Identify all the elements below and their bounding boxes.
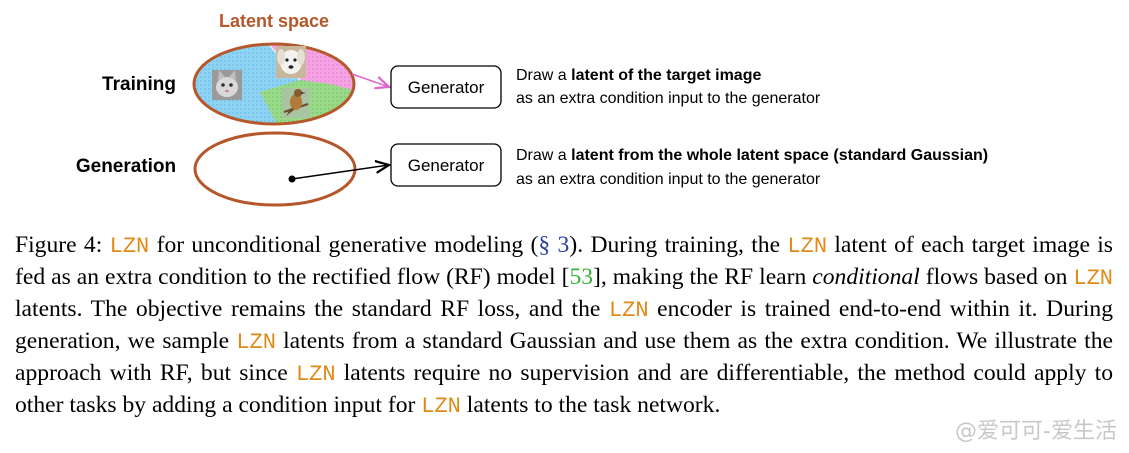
caption-lzn: LZN bbox=[236, 330, 276, 355]
bird-image-icon bbox=[282, 88, 310, 118]
generation-row-label: Generation bbox=[76, 156, 176, 177]
caption-lzn: LZN bbox=[421, 394, 461, 419]
latent-space-title: Latent space bbox=[219, 11, 329, 31]
training-latent-ellipse bbox=[192, 42, 356, 126]
caption-text: latents require no supervision and are d… bbox=[15, 360, 1113, 418]
caption-lzn: LZN bbox=[1073, 266, 1114, 291]
caption-lzn: LZN bbox=[787, 234, 828, 259]
caption-text: flows based on bbox=[919, 264, 1074, 290]
training-desc-bold: latent of the target image bbox=[571, 67, 761, 84]
caption-citation-link[interactable]: 53 bbox=[569, 264, 594, 290]
generator-label-training: Generator bbox=[408, 78, 485, 97]
diagram-svg: Latent space Training Generation bbox=[76, 11, 988, 207]
caption-lzn: LZN bbox=[608, 298, 649, 323]
caption-lzn: LZN bbox=[109, 234, 150, 259]
caption-text: latent of each target image is fed as an… bbox=[15, 232, 1113, 290]
dog-image-icon bbox=[276, 46, 306, 78]
training-arrow bbox=[351, 73, 389, 87]
training-desc-line1: Draw a latent of the target image bbox=[516, 67, 761, 84]
caption-emphasis: conditional bbox=[812, 264, 920, 290]
caption-figure-label: Figure 4: bbox=[15, 232, 110, 258]
caption-text: latents from a standard Gaussian and use… bbox=[15, 328, 1113, 386]
generator-label-generation: Generator bbox=[408, 156, 485, 175]
generation-desc-bold: latent from the whole latent space (stan… bbox=[571, 147, 988, 164]
caption-text: ], making the RF learn bbox=[593, 264, 813, 290]
generation-desc-line1: Draw a latent from the whole latent spac… bbox=[516, 147, 988, 164]
generation-latent-ellipse bbox=[193, 131, 357, 207]
training-row-label: Training bbox=[102, 74, 176, 95]
generator-box-training: Generator bbox=[390, 65, 502, 109]
caption-section-ref-link[interactable]: § 3 bbox=[538, 232, 570, 258]
caption-text: ). During training, the bbox=[569, 232, 788, 258]
generation-desc-prefix: Draw a bbox=[516, 147, 571, 164]
caption-text: for unconditional generative modeling ( bbox=[149, 232, 539, 258]
training-desc-line2: as an extra condition input to the gener… bbox=[516, 90, 821, 107]
caption-text: encoder is trained end-to-end within it.… bbox=[15, 296, 1113, 354]
caption-text: latents to the task network. bbox=[460, 392, 721, 418]
cat-image-icon bbox=[212, 70, 242, 100]
figure-caption: Figure 4: LZN for unconditional generati… bbox=[15, 230, 1113, 422]
generation-desc-line2: as an extra condition input to the gener… bbox=[516, 171, 821, 188]
caption-lzn: LZN bbox=[295, 362, 336, 387]
generator-box-generation: Generator bbox=[390, 143, 502, 187]
generation-arrow bbox=[291, 165, 389, 180]
training-desc-prefix: Draw a bbox=[516, 67, 571, 84]
figure-diagram: Latent space Training Generation bbox=[76, 11, 988, 207]
caption-text: latents. The objective remains the stand… bbox=[15, 296, 609, 322]
watermark-text: @爱可可-爱生活 bbox=[955, 413, 1117, 445]
